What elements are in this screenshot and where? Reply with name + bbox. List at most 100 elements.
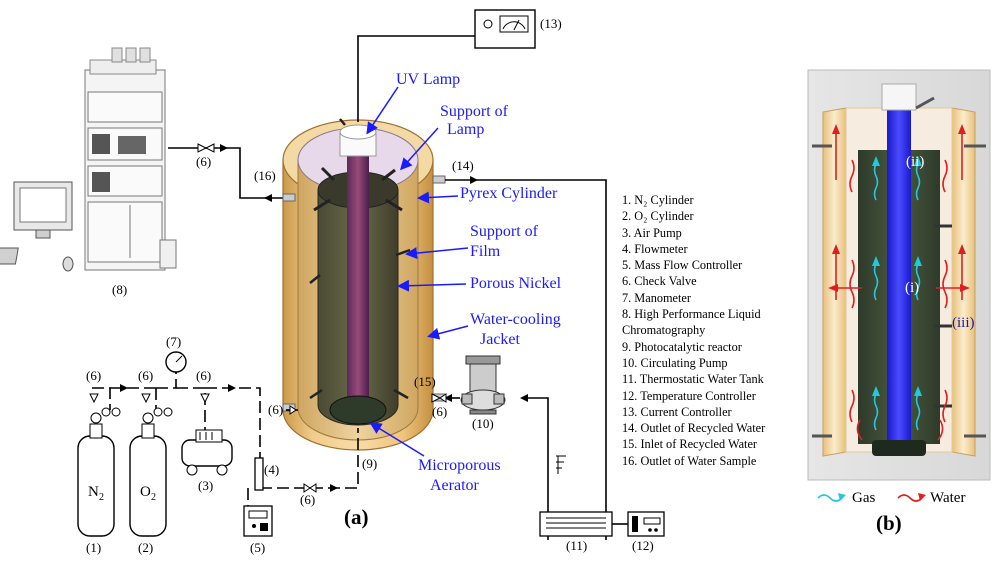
label-6-aux: (6) [268,402,283,417]
label-6-o2: (6) [138,368,153,383]
check-valve-o2-icon [141,393,151,404]
label-16: (16) [254,168,276,183]
legend-item: 10. Circulating Pump [622,355,728,370]
label-iii: (iii) [952,315,975,331]
label-i: (i) [905,280,919,296]
water-cooling-label-1: Water-cooling [470,311,561,328]
water-legend-icon [897,493,926,502]
water-legend-label: Water [930,490,965,506]
manometer-icon [165,351,187,373]
label-14: (14) [452,158,474,173]
label-8: (8) [112,282,127,297]
gas-to-reactor [260,428,359,489]
mass-flow-controller-icon [243,505,273,537]
uv-lamp-tube [347,150,369,410]
uv-lamp-label: UV Lamp [396,71,460,88]
legend-item: 14. Outlet of Recycled Water [622,421,766,436]
gas-arrowheads [872,156,922,396]
n2-symbol: N [88,484,99,500]
legend-item: 15. Inlet of Recycled Water [622,437,758,452]
panel-b-cross-section [807,69,991,481]
label-1: (1) [86,540,101,555]
legend-item: 1. N₂ Cylinder [622,193,694,207]
legend-item: 5. Mass Flow Controller [622,258,743,273]
current-controller-icon [474,9,536,49]
legend-item: 13. Current Controller [622,404,732,419]
flowmeter-icon [254,457,264,491]
check-valve-aux-icon [289,405,297,415]
check-valve-n2-icon [89,393,99,404]
microporous-label-2: Aerator [430,477,480,494]
panel-b-label: (b) [876,511,902,535]
legend-item: 7. Manometer [622,290,691,305]
water-arrowheads [828,124,970,292]
flow-arrow [220,144,228,152]
label-6-inlet: (6) [432,404,447,419]
component-legend: 1. N₂ Cylinder 2. O₂ Cylinder 3. Air Pum… [622,192,807,469]
support-of-film-label-2: Film [470,243,501,260]
support-of-film-label-1: Support of [470,223,539,240]
water-cooling-label-2: Jacket [480,331,521,348]
label-12: (12) [632,538,654,553]
outlet-arrow [264,194,272,202]
o2-cylinder-icon [129,407,173,537]
temperature-controller-icon [627,511,665,537]
inlet-line-b [522,397,549,540]
legend-item: 3. Air Pump [622,225,682,240]
legend-item: 12. Temperature Controller [622,388,756,403]
panel-a-label: (a) [344,505,369,529]
pyrex-cylinder-label: Pyrex Cylinder [460,185,558,202]
label-6-n2: (6) [86,368,101,383]
porous-nickel-label: Porous Nickel [470,275,562,292]
o2-subscript: 2 [151,492,156,503]
legend-item: Chromatography [622,323,706,338]
water-flow-arrows [835,130,963,441]
support-of-lamp-label-1: Support of [440,103,509,120]
legend-item: 16. Outlet of Water Sample [622,453,757,468]
air-pump-icon [181,429,233,476]
legend-item: 9. Photocatalytic reactor [622,339,742,354]
label-15: (15) [414,374,436,389]
n2-subscript: 2 [99,492,104,503]
o2-symbol: O [140,484,151,500]
microporous-aerator [329,395,387,425]
legend-item: 4. Flowmeter [622,241,688,256]
hplc-instrument [84,47,177,271]
label-13: (13) [540,16,562,31]
gas-legend-label: Gas [852,490,875,506]
legend-item: 6. Check Valve [622,274,697,289]
label-ii: (ii) [906,154,924,170]
check-valve-icon [197,143,215,153]
check-valve-main-icon [303,483,317,493]
label-7: (7) [166,334,181,349]
thermostatic-water-tank-icon [539,455,613,537]
outlet-recycled-water-line [445,179,607,540]
legend-item: 2. O₂ Cylinder [622,209,694,224]
support-of-lamp-label-2: Lamp [447,121,484,138]
gas-flow-arrows [873,163,921,431]
n2-cylinder-icon [77,407,121,537]
label-3: (3) [198,478,213,493]
computer-icon [0,181,74,272]
legend-item: 11. Thermostatic Water Tank [622,372,764,387]
check-valve-air-icon [200,393,210,404]
lamp-power-line [357,35,475,122]
label-6-air: (6) [196,368,211,383]
legend-item: 8. High Performance Liquid [622,307,761,322]
label-5: (5) [250,540,265,555]
reactor [282,118,446,451]
circulating-pump-icon [460,355,506,415]
label-11: (11) [566,538,587,553]
label-6-hplc: (6) [196,154,211,169]
sample-line [168,147,300,199]
microporous-label-1: Microporous [418,457,501,474]
manometer-line [156,372,177,389]
label-2: (2) [138,540,153,555]
label-4: (4) [264,462,279,477]
label-6-main: (6) [300,492,315,507]
label-10: (10) [472,416,494,431]
label-9: (9) [362,456,377,471]
gas-legend-icon [817,493,846,502]
gas-header-2 [205,387,261,460]
